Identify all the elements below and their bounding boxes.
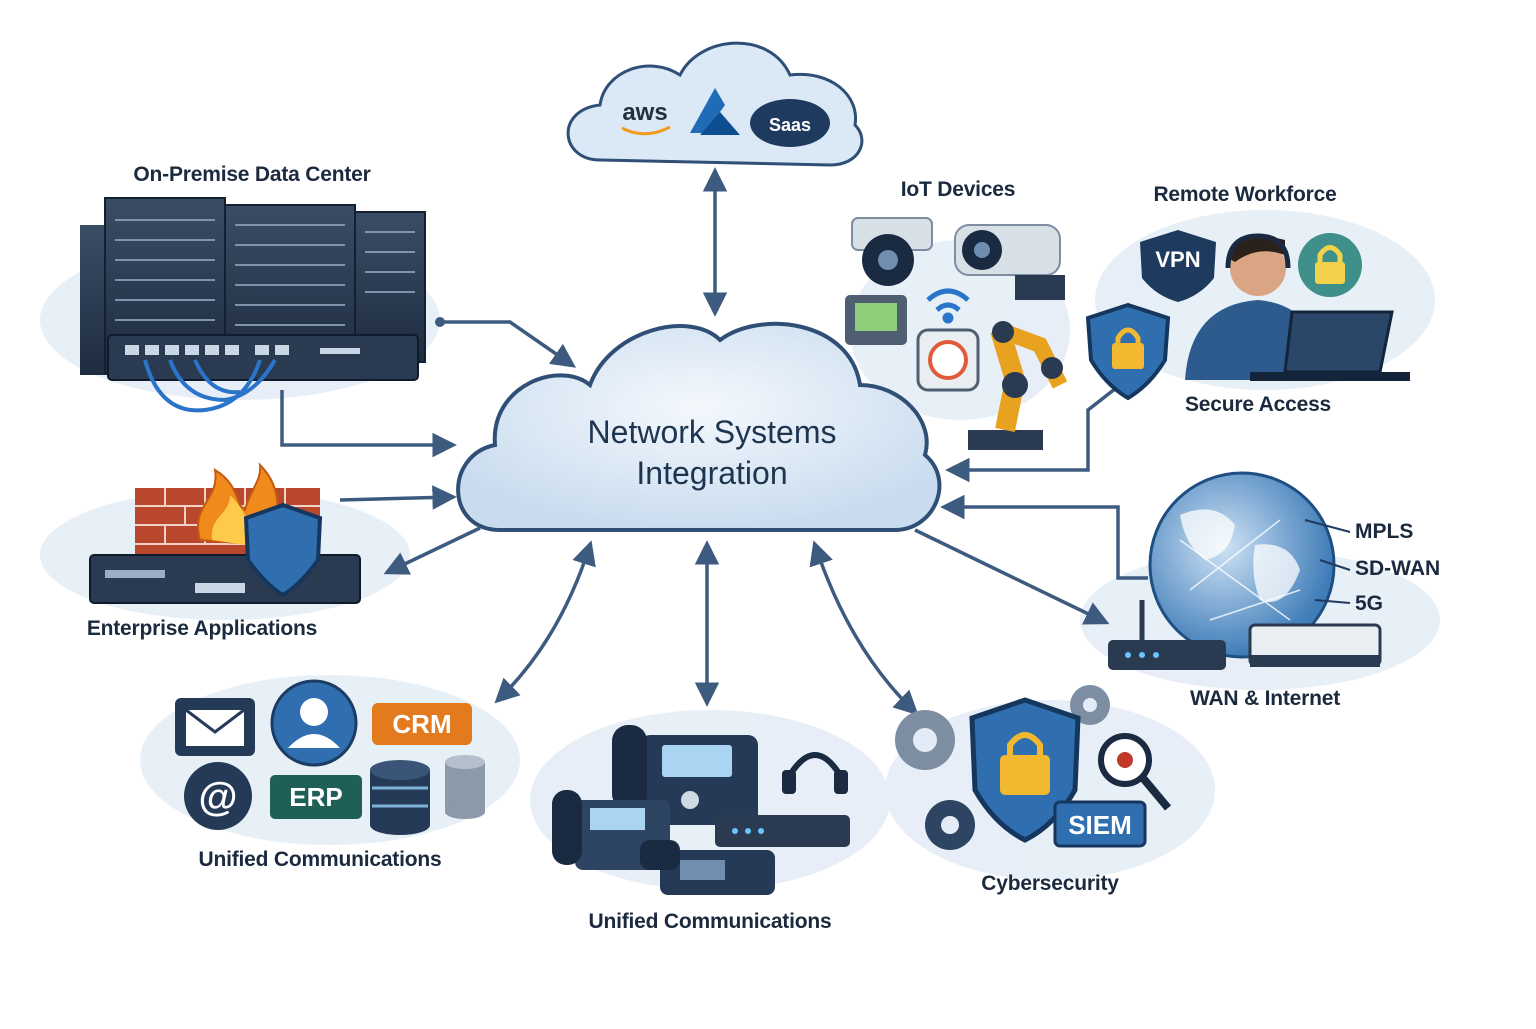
label-data-center: On-Premise Data Center bbox=[133, 163, 371, 186]
network-switch bbox=[107, 334, 419, 381]
svg-text:VPN: VPN bbox=[1155, 247, 1200, 272]
hub-cloud bbox=[456, 321, 942, 532]
label-unified-communications-center: Unified Communications bbox=[588, 910, 832, 933]
network-appliance-icon bbox=[1248, 623, 1382, 667]
cloud-providers-cloud: aws Saas bbox=[566, 41, 864, 167]
at-sign-icon: @ bbox=[184, 762, 252, 830]
gear-icon bbox=[925, 800, 975, 850]
arrow-data-center-lower bbox=[280, 390, 457, 458]
magnifier-icon bbox=[1098, 733, 1172, 811]
azure-logo-icon bbox=[690, 88, 740, 135]
gear-icon bbox=[895, 710, 955, 770]
gear-icon bbox=[1070, 685, 1110, 725]
router-icon bbox=[715, 815, 850, 847]
label-remote-workforce: Remote Workforce bbox=[1153, 183, 1337, 206]
saas-badge: Saas bbox=[750, 99, 830, 147]
server-rack-group bbox=[80, 197, 426, 413]
lock-badge-icon bbox=[1298, 233, 1362, 297]
desk-phone-icon bbox=[612, 725, 758, 825]
vpn-shield-icon: VPN bbox=[1140, 230, 1216, 302]
connector-dot bbox=[435, 317, 445, 327]
label-cybersecurity: Cybersecurity bbox=[981, 872, 1119, 895]
secure-access-shield-icon bbox=[1085, 302, 1171, 401]
iot-devices-group bbox=[845, 217, 1068, 450]
collaboration-apps-group: CRM @ ERP bbox=[175, 679, 485, 835]
crm-badge: CRM bbox=[372, 703, 472, 745]
shield-icon bbox=[243, 502, 323, 598]
thermostat-icon bbox=[916, 328, 980, 392]
erp-badge: ERP bbox=[270, 775, 362, 819]
svg-text:@: @ bbox=[198, 775, 237, 819]
arrow-enterprise-out bbox=[383, 526, 481, 575]
user-avatar-icon bbox=[270, 679, 358, 767]
email-icon bbox=[175, 698, 255, 756]
label-unified-communications-left: Unified Communications bbox=[198, 848, 442, 871]
arrow-cyber bbox=[809, 540, 919, 716]
wan-link-sdwan: SD-WAN bbox=[1355, 557, 1441, 580]
laptop-icon bbox=[1250, 310, 1410, 381]
database-icon bbox=[370, 760, 430, 835]
arrow-wan-in bbox=[940, 494, 1148, 580]
padlock-icon bbox=[1000, 732, 1050, 795]
label-secure-access: Secure Access bbox=[1184, 393, 1332, 416]
remote-workforce-group: VPN bbox=[1085, 230, 1410, 401]
arrow-remote bbox=[945, 383, 1122, 483]
desk-phone-icon bbox=[640, 840, 775, 895]
sensor-monitor-icon bbox=[845, 295, 907, 345]
ip-phones-group bbox=[552, 725, 850, 895]
network-cables bbox=[143, 359, 277, 413]
dome-camera-icon bbox=[851, 217, 933, 286]
label-wan-internet: WAN & Internet bbox=[1189, 687, 1341, 710]
svg-text:ERP: ERP bbox=[289, 782, 342, 812]
connector-arrows bbox=[280, 167, 1148, 716]
security-group: SIEM bbox=[895, 685, 1172, 850]
svg-text:CRM: CRM bbox=[392, 709, 451, 739]
firewall-appliance bbox=[89, 554, 361, 604]
svg-text:aws: aws bbox=[622, 99, 667, 126]
firewall-group bbox=[89, 462, 361, 604]
wan-group bbox=[1108, 471, 1382, 670]
bug-icon bbox=[1117, 752, 1133, 768]
security-camera-icon bbox=[954, 224, 1065, 300]
aws-logo: aws bbox=[621, 99, 671, 136]
wan-link-5g: 5G bbox=[1355, 592, 1384, 615]
storage-icon bbox=[445, 755, 485, 819]
headset-icon bbox=[782, 752, 848, 794]
siem-badge: SIEM bbox=[1053, 800, 1147, 848]
label-iot-devices: IoT Devices bbox=[900, 178, 1016, 201]
arrow-wan-out bbox=[914, 528, 1110, 625]
hub-title: Network Systems Integration bbox=[587, 414, 837, 491]
label-enterprise-applications: Enterprise Applications bbox=[86, 617, 318, 640]
svg-text:Saas: Saas bbox=[769, 115, 811, 135]
connection-leader-lines bbox=[1304, 519, 1351, 604]
svg-text:SIEM: SIEM bbox=[1068, 810, 1132, 840]
robot-arm-icon bbox=[968, 321, 1068, 450]
arrow-data-center bbox=[440, 320, 577, 368]
arrow-enterprise-in bbox=[339, 485, 457, 510]
arrow-uc-left bbox=[494, 540, 596, 704]
router-icon bbox=[1108, 600, 1226, 670]
wan-link-mpls: MPLS bbox=[1355, 520, 1414, 543]
wifi-icon bbox=[926, 288, 970, 324]
